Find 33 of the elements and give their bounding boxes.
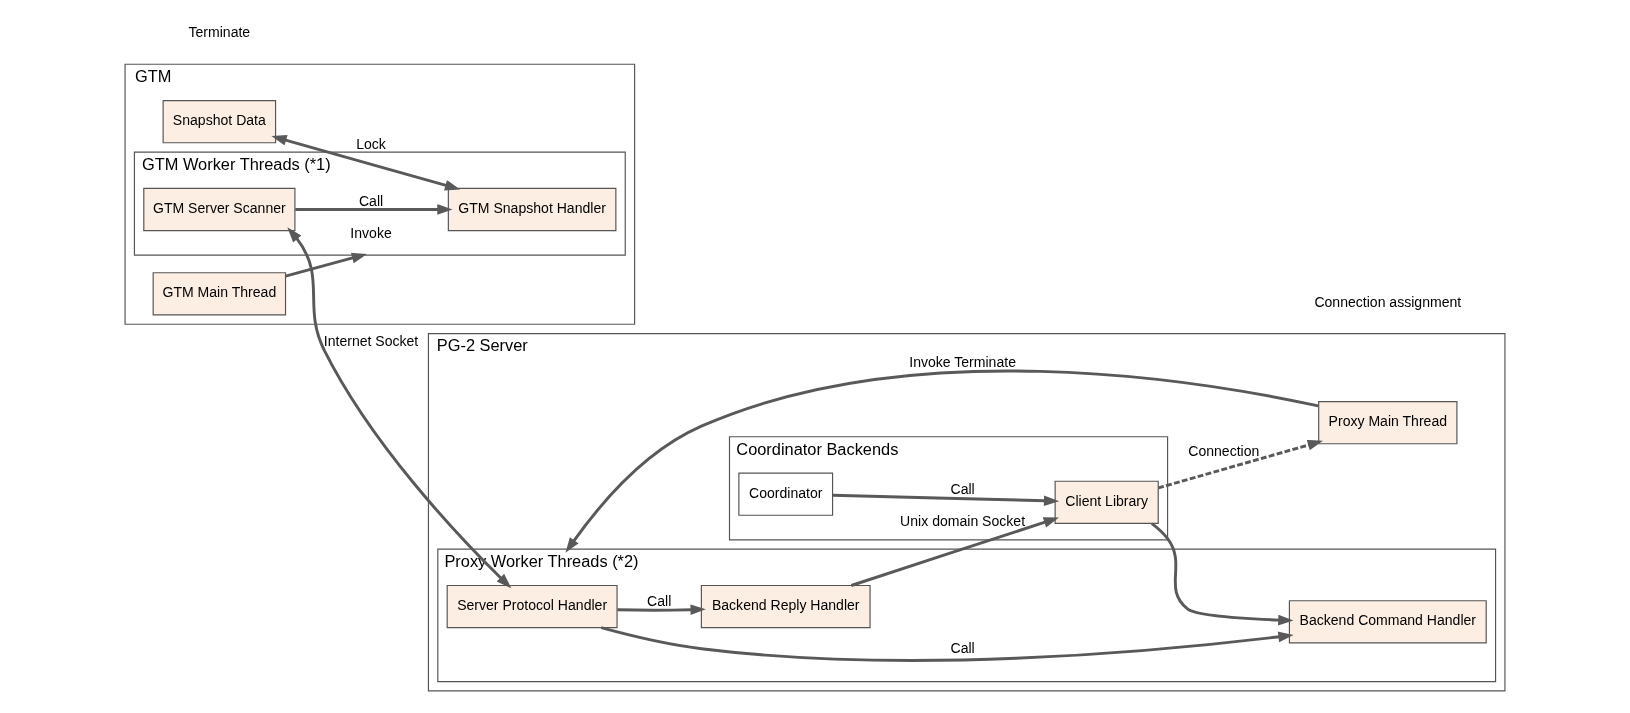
label: Terminate (188, 24, 251, 41)
arrow (271, 135, 461, 191)
arrow (617, 604, 706, 616)
node-box: GTM Snapshot Handler (447, 187, 617, 232)
node-box: GTM Main Thread (152, 272, 287, 316)
node-box: Snapshot Data (162, 99, 277, 144)
edge-label: Internet Socket (323, 333, 419, 350)
arrow (1157, 439, 1323, 490)
node-box: Client Library (1054, 480, 1159, 524)
arrow (850, 517, 1059, 587)
edge-label: Call (950, 480, 975, 497)
node-box: Proxy Main Thread (1318, 401, 1458, 445)
arrow (1150, 522, 1294, 626)
edge-label: Unix domain Socket (900, 513, 1026, 530)
node-box: Server Protocol Handler (446, 584, 618, 629)
edge-label: Call (358, 192, 384, 209)
arrow (832, 493, 1060, 507)
arrow (285, 252, 368, 278)
arrow (295, 204, 453, 215)
label: Connection assignment (1314, 293, 1462, 310)
arrow (565, 369, 1319, 553)
node-box: Coordinator (738, 472, 834, 516)
edge-label: Connection (1188, 443, 1260, 460)
arrow (600, 626, 1294, 662)
node-box: Backend Reply Handler (700, 584, 871, 629)
arrow (287, 227, 512, 589)
node-box: Backend Command Handler (1288, 600, 1487, 644)
edge-label: Lock (356, 136, 386, 153)
edge-label: Call (647, 593, 672, 610)
edge-label: Invoke Terminate (909, 354, 1016, 371)
node-box: GTM Server Scanner (143, 187, 296, 232)
edge-label: Call (950, 639, 975, 656)
edge-label: Invoke (350, 225, 392, 242)
